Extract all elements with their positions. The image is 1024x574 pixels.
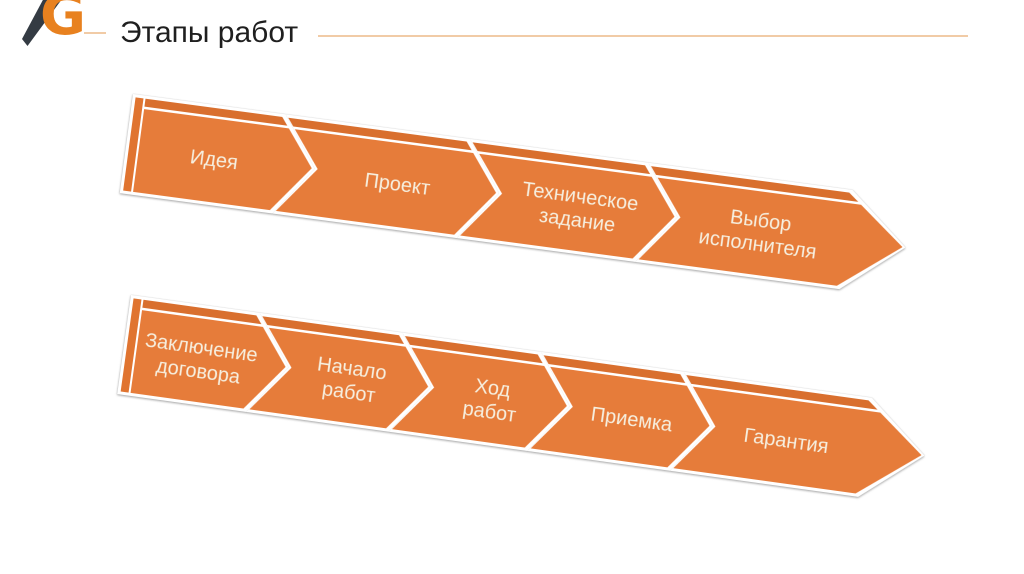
title-dash-line <box>84 32 106 34</box>
slide-title: Этапы работ <box>120 16 299 49</box>
logo-g-letter: G <box>40 0 86 48</box>
stage-contractor-selection: Выбор исполнителя <box>635 163 912 297</box>
ag-logo: G <box>22 0 86 52</box>
stage-warranty: Гарантия <box>670 372 931 505</box>
stage-label: Выбор исполнителя <box>697 206 818 264</box>
stage-label: Гарантия <box>742 424 830 458</box>
title-rule-line <box>318 35 968 37</box>
process-chain-top: Идея Проект Техническое задание Выбор ис… <box>120 94 912 297</box>
process-chain-bottom: Заключение договора Начало работ Ход раб… <box>117 295 931 505</box>
